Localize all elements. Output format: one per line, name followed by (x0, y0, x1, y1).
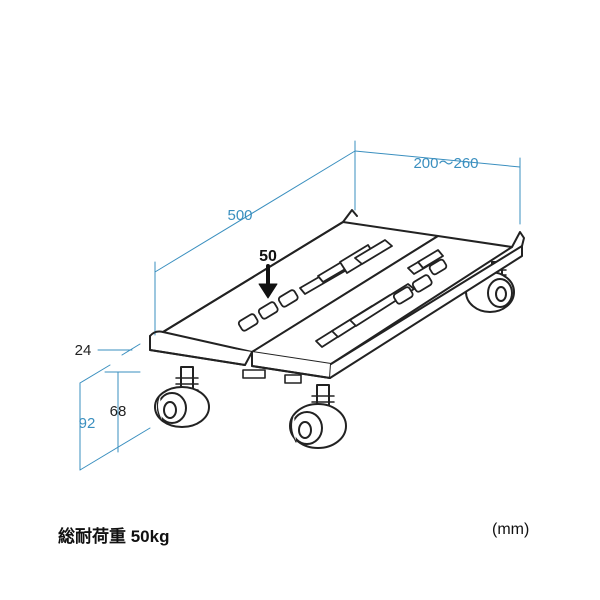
length-label: 500 (227, 207, 252, 224)
width-label: 200〜260 (413, 155, 478, 172)
load-arrow (258, 264, 278, 299)
unit-label: (mm) (492, 521, 530, 538)
slot-spacing-label: 50 (259, 248, 277, 265)
caster-height-label: 68 (110, 403, 127, 420)
caster-front-middle (289, 384, 347, 449)
underside-details (242, 369, 302, 384)
right-plate-slots (315, 249, 448, 348)
caster-front-left (154, 366, 210, 428)
plate-height-label: 24 (75, 342, 92, 359)
load-capacity-label: 総耐荷重 50kg (58, 527, 170, 546)
left-plate-slots (237, 239, 393, 332)
total-height-label: 92 (79, 415, 96, 432)
dimension-lines (79, 140, 521, 471)
